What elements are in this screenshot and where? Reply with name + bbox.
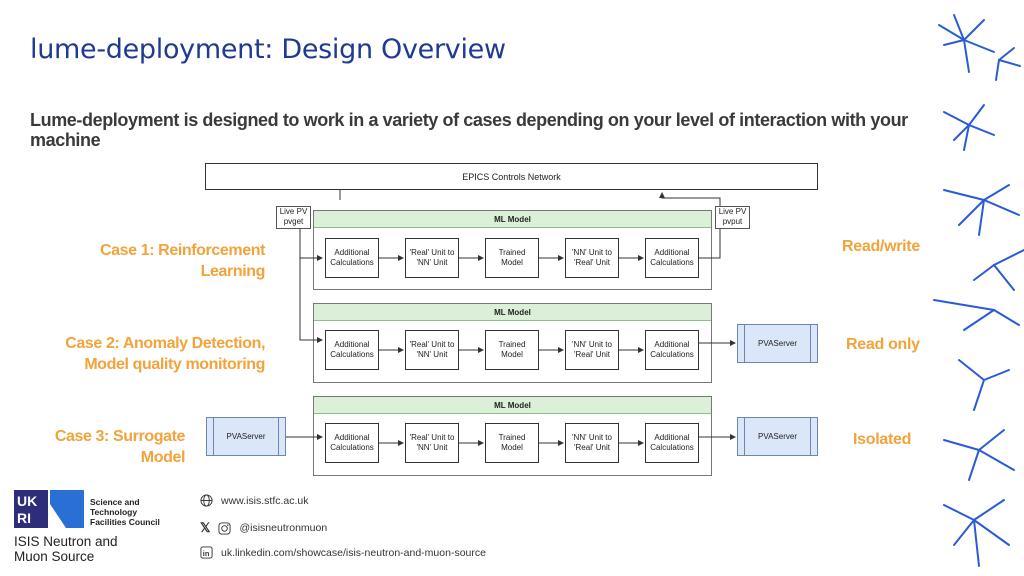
svg-text:RI: RI: [17, 510, 31, 526]
page-title: lume-deployment: Design Overview: [30, 34, 506, 65]
live-pv-pvput-box: Live PV pvput: [715, 206, 750, 229]
epics-network-box: EPICS Controls Network: [205, 163, 818, 190]
pvaserver-output-case-2: PVAServer: [737, 324, 818, 363]
ukri-logo-graphic: UK RI: [14, 490, 84, 528]
block-nn-to-real: 'NN' Unit to'Real' Unit: [565, 330, 619, 370]
panel-header: ML Model: [314, 211, 711, 228]
block-real-to-nn: 'Real' Unit to'NN' Unit: [405, 238, 459, 278]
instagram-icon: [218, 521, 232, 535]
social-line[interactable]: 𝕏 @isisneutronmuon: [200, 520, 327, 536]
block-nn-to-real: 'NN' Unit to'Real' Unit: [565, 423, 619, 463]
case-1-mode: Read/write: [842, 238, 920, 255]
decorative-burst-graphic: [933, 14, 1024, 567]
svg-text:in: in: [203, 549, 210, 558]
ukri-logo: UK RI: [14, 490, 84, 528]
stfc-name: Science and Technology Facilities Counci…: [90, 497, 160, 527]
block-nn-to-real: 'NN' Unit to'Real' Unit: [565, 238, 619, 278]
case-2-line-2: Model quality monitoring: [84, 356, 265, 373]
block-real-to-nn: 'Real' Unit to'NN' Unit: [405, 330, 459, 370]
x-twitter-icon: 𝕏: [200, 520, 211, 535]
live-pv-pvget-box: Live PV pvget: [276, 206, 311, 229]
linkedin-icon: in: [200, 546, 213, 559]
svg-text:UK: UK: [17, 493, 37, 509]
case-3-label: Case 3: Surrogate Model: [20, 426, 186, 468]
slide-subtitle: Lume-deployment is designed to work in a…: [30, 110, 908, 150]
website-link[interactable]: www.isis.stfc.ac.uk: [221, 494, 309, 507]
live-pv-label: Live PV: [718, 207, 747, 216]
case-1-line-2: Learning: [200, 263, 266, 280]
case-3-mode: Isolated: [853, 431, 912, 448]
case-1-line-1: Case 1: Reinforcement: [100, 242, 265, 259]
epics-network-label: EPICS Controls Network: [462, 171, 561, 182]
pvget-label: pvget: [283, 217, 304, 226]
case-3-line-1: Case 3: Surrogate: [54, 428, 186, 445]
website-line[interactable]: www.isis.stfc.ac.uk: [200, 494, 309, 507]
pvget-feed-line: [299, 229, 323, 343]
linkedin-link[interactable]: uk.linkedin.com/showcase/isis-neutron-an…: [221, 546, 486, 559]
pvput-label: pvput: [722, 217, 743, 226]
linkedin-line[interactable]: in uk.linkedin.com/showcase/isis-neutron…: [200, 546, 486, 559]
case-3-line-2: Model: [140, 449, 186, 466]
social-handle[interactable]: @isisneutronmuon: [239, 522, 328, 534]
case-2-mode: Read only: [846, 336, 920, 353]
globe-icon: [200, 494, 213, 507]
isis-name: ISIS Neutron and Muon Source: [14, 534, 118, 564]
case-2-label: Case 2: Anomaly Detection, Model quality…: [20, 333, 265, 375]
pvaserver-input-case-3: PVAServer: [206, 417, 286, 456]
case-1-label: Case 1: Reinforcement Learning: [40, 240, 265, 282]
panel-header: ML Model: [314, 397, 711, 414]
live-pv-label: Live PV: [279, 207, 308, 216]
pvaserver-output-case-3: PVAServer: [737, 417, 818, 456]
block-real-to-nn: 'Real' Unit to'NN' Unit: [405, 423, 459, 463]
case-2-line-1: Case 2: Anomaly Detection,: [65, 335, 265, 352]
panel-header: ML Model: [314, 304, 711, 321]
